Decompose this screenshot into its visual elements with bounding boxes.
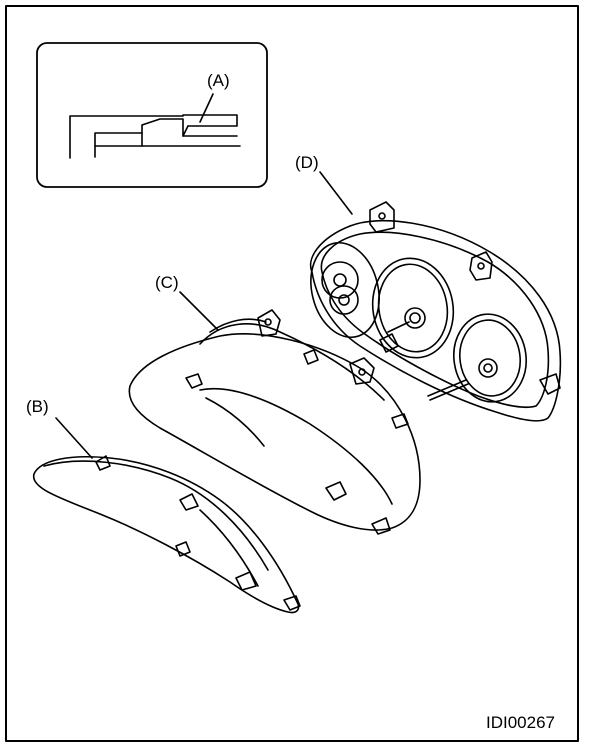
detail-inset-a: (A) [36, 42, 268, 188]
cluster-tab-right [539, 373, 561, 395]
visor-inner-shadow [205, 397, 265, 447]
lens-inner-fold [199, 509, 259, 587]
gauge-ring-right [453, 313, 527, 403]
visor-tab-edge [391, 413, 409, 429]
visor-outer-shell [128, 333, 421, 531]
part-b-lens-cover: (B) [26, 397, 301, 614]
figure-code: IDI00267 [486, 713, 555, 732]
lens-clip-2 [179, 493, 199, 511]
visor-tab-mid [303, 349, 319, 365]
gauge-left-upper [321, 261, 359, 299]
visor-tab-lower-left [185, 373, 203, 389]
inset-step-edge [94, 118, 189, 158]
label-d: (D) [295, 153, 319, 172]
cluster-tab-lower [379, 333, 399, 353]
inset-upper-profile [69, 114, 238, 159]
lens-clip-3 [175, 541, 191, 557]
visor-tab-top [257, 309, 281, 337]
lens-clip-5 [283, 595, 301, 611]
cluster-top-bracket-1 [369, 201, 395, 233]
leader-b [55, 417, 93, 459]
cluster-top-bracket-2 [469, 251, 493, 281]
gauge-ring-center-inner [377, 263, 449, 353]
gauge-ring-right-inner [459, 319, 521, 397]
bracket-hole-2 [477, 262, 485, 270]
visor-tab-right-hole [358, 368, 366, 376]
label-b: (B) [26, 397, 49, 416]
visor-tab-bottom [371, 517, 391, 535]
lens-top-rim [43, 460, 269, 571]
cluster-outer-housing [309, 219, 562, 422]
gauge-ring-center [371, 257, 455, 359]
lens-clip-4 [235, 571, 257, 591]
label-c: (C) [155, 273, 179, 292]
figure-frame [5, 5, 579, 742]
gauge-left-lower-hub [338, 294, 350, 306]
inset-frame [36, 42, 268, 188]
lens-outer-edge [32, 455, 300, 614]
visor-upper-lip [199, 323, 385, 401]
gauge-left-upper-hub [333, 273, 347, 287]
label-a: (A) [207, 71, 230, 90]
leader-d [319, 171, 353, 215]
part-d-cluster-body: (D) [295, 153, 562, 422]
gauge-center-needle [387, 321, 410, 333]
visor-inner-opening [199, 388, 393, 505]
visor-tab-top-hole [264, 318, 272, 326]
lens-clip-1 [95, 455, 111, 471]
cluster-shaft [427, 379, 469, 401]
gauge-right-hub [478, 358, 498, 378]
visor-lip-edge [209, 318, 267, 333]
bracket-hole-1 [378, 212, 386, 220]
gauge-center-hub [404, 307, 426, 329]
leader-a [199, 93, 214, 123]
visor-tab-right [349, 357, 375, 385]
part-c-visor: (C) [128, 273, 421, 535]
gauge-right-hub-inner [483, 363, 493, 373]
inset-inner-line [141, 132, 238, 147]
leader-c [179, 291, 219, 331]
gauge-left-lower [329, 285, 359, 315]
gauge-center-hub-inner [409, 312, 421, 324]
visor-tab-lower [325, 481, 347, 501]
